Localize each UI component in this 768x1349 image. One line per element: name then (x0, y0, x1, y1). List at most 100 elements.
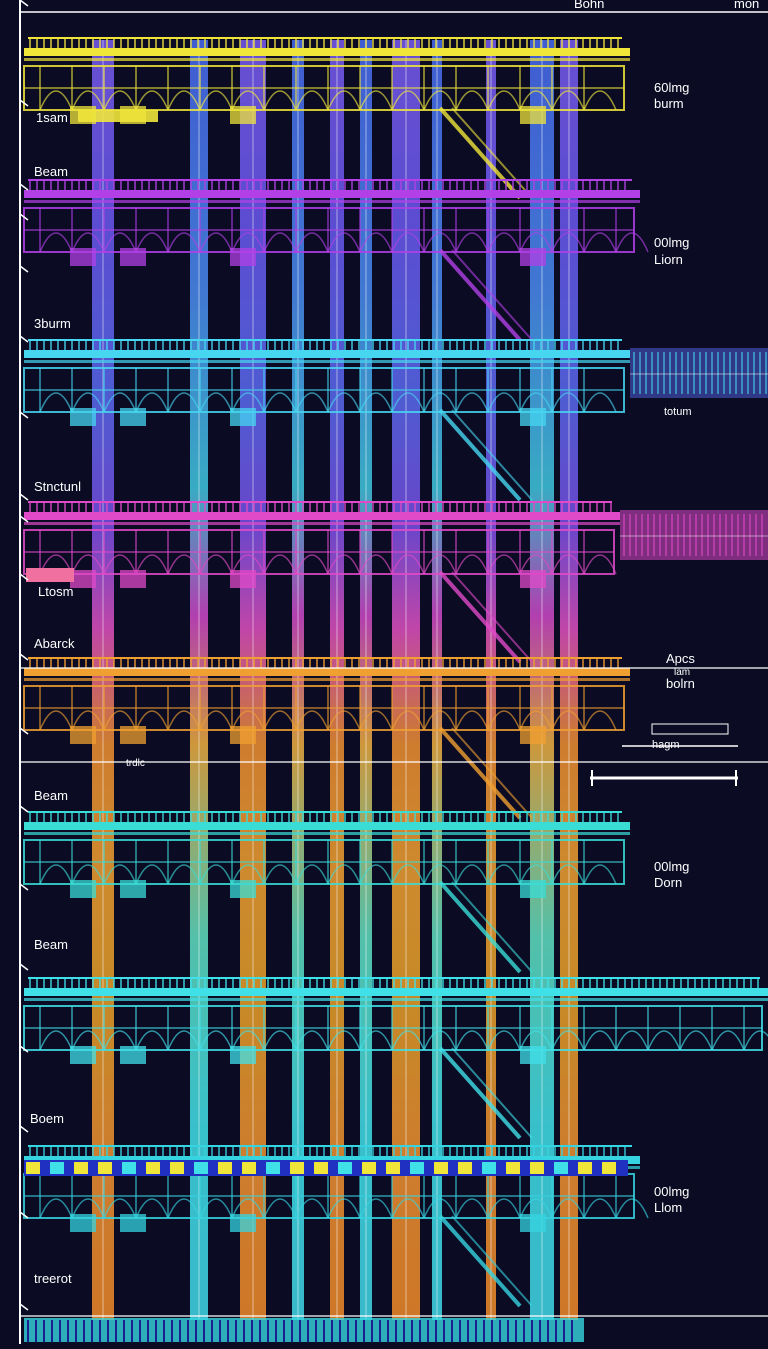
truss-arch (135, 864, 169, 885)
truss-arch (199, 232, 233, 253)
truss-arch (455, 864, 489, 885)
bracket (520, 248, 546, 266)
axis-tick (19, 805, 29, 813)
truss-arch (327, 1030, 361, 1051)
truss-arch (295, 710, 329, 731)
diagonal-brace (451, 249, 533, 341)
truss-arch (103, 232, 137, 253)
diagonal-brace (451, 727, 533, 819)
truss-arch (199, 1030, 233, 1051)
truss-arch (199, 1198, 233, 1219)
truss-arch (135, 1030, 169, 1051)
right-label-2-line2: Liorn (654, 252, 683, 267)
truss-arch (423, 864, 457, 885)
truss-arch (551, 864, 585, 885)
truss-arch (39, 232, 73, 253)
truss-arch (487, 710, 521, 731)
bracket (230, 248, 256, 266)
axis-tick (19, 963, 29, 971)
truss-arch (423, 392, 457, 413)
truss-arch (583, 232, 617, 253)
bracket (120, 726, 146, 744)
led (410, 1162, 424, 1174)
truss-arch (103, 90, 137, 111)
truss-arch (199, 710, 233, 731)
top-right-label: mon (734, 0, 760, 11)
truss-arch (551, 90, 585, 111)
truss-arch (39, 1198, 73, 1219)
truss-arch (263, 392, 297, 413)
truss-arch (423, 1030, 457, 1051)
truss-arch (359, 710, 393, 731)
truss-arch (167, 554, 201, 575)
truss-arch (199, 554, 233, 575)
truss-arch (743, 1030, 768, 1051)
truss-arch (231, 554, 265, 575)
bracket (520, 408, 546, 426)
diagonal-brace (438, 1046, 522, 1140)
axis-tick (19, 883, 29, 891)
truss-arch (359, 864, 393, 885)
truss-arch (455, 710, 489, 731)
truss-arch (71, 1198, 105, 1219)
bracket (120, 408, 146, 426)
truss-arch (519, 554, 553, 575)
truss-arch (263, 864, 297, 885)
diagonal-brace (438, 248, 522, 342)
led (602, 1162, 616, 1174)
truss-arch (135, 1198, 169, 1219)
floor-4 (23, 501, 768, 664)
truss-arch (167, 864, 201, 885)
floor-6 (23, 811, 630, 974)
truss-arch (199, 864, 233, 885)
truss-arch (519, 710, 553, 731)
diagonal-brace (451, 409, 533, 501)
truss-arch (487, 1030, 521, 1051)
truss-arch (263, 1198, 297, 1219)
truss-arch (71, 232, 105, 253)
truss-arch (39, 392, 73, 413)
truss-arch (551, 1030, 585, 1051)
bracket (70, 408, 96, 426)
diagonal-brace (451, 1047, 533, 1139)
truss-arch (615, 1030, 649, 1051)
right-label-4-line1: Apcs (666, 651, 695, 666)
diagonal-brace (438, 880, 522, 974)
truss-arch (551, 1198, 585, 1219)
bracket (70, 880, 96, 898)
bracket (120, 1046, 146, 1064)
axis-tick (19, 1303, 29, 1311)
truss-arch (391, 232, 425, 253)
left-label-6: Abarck (34, 636, 75, 651)
truss-arch (295, 392, 329, 413)
bracket (120, 248, 146, 266)
truss-arch (103, 1030, 137, 1051)
truss-arch (615, 232, 649, 253)
axis-tick (19, 265, 29, 273)
truss-arch (263, 554, 297, 575)
bracket (120, 570, 146, 588)
beam (24, 350, 630, 358)
truss-arch (583, 1198, 617, 1219)
truss-arch (519, 392, 553, 413)
left-label-10: treerot (34, 1271, 72, 1286)
truss-arch (391, 1198, 425, 1219)
diagonal-brace (438, 726, 522, 820)
right-label-1-line1: 60lmg (654, 80, 690, 95)
led (338, 1162, 352, 1174)
floor-3 (23, 339, 768, 502)
led (242, 1162, 256, 1174)
small-label: trdlc (126, 758, 145, 769)
beam-rail (24, 678, 630, 681)
beam (24, 668, 630, 676)
truss-arch (487, 1198, 521, 1219)
truss-arch (583, 864, 617, 885)
led (362, 1162, 376, 1174)
bracket (520, 1046, 546, 1064)
bracket (520, 880, 546, 898)
truss-arch (487, 554, 521, 575)
led-strip (24, 1160, 628, 1176)
right-label-1-line2: burm (654, 96, 684, 111)
right-label-2-line1: 00lmg (654, 235, 690, 250)
